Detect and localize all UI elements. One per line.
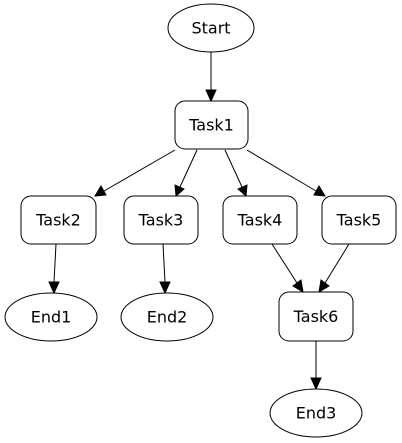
node-task2-label: Task2: [35, 211, 81, 230]
edge-task4-task6: [271, 243, 304, 293]
node-task1-label: Task1: [188, 116, 234, 135]
node-end2-label: End2: [147, 308, 188, 327]
node-end2: End2: [120, 292, 214, 342]
edge-task6-end3: [310, 341, 322, 391]
edge-task5-task6: [318, 243, 350, 293]
node-task5: Task5: [321, 195, 397, 245]
edge-task1-task2: [94, 149, 176, 197]
node-end3-label: End3: [296, 404, 337, 423]
node-end1-label: End1: [31, 308, 72, 327]
node-task5-label: Task5: [336, 211, 382, 230]
edge-task1-task4: [224, 149, 248, 198]
node-start-label: Start: [191, 19, 230, 38]
node-task3: Task3: [123, 195, 199, 245]
nodes: Start Task1 Task2 Task3 Task4 Task5 Task…: [4, 3, 397, 438]
node-end1: End1: [4, 292, 98, 342]
edges: [48, 52, 350, 391]
node-task6: Task6: [278, 291, 354, 342]
edge-task1-task5: [246, 149, 326, 197]
node-task3-label: Task3: [138, 211, 184, 230]
node-task2: Task2: [20, 195, 97, 245]
node-task1: Task1: [174, 100, 249, 150]
node-start: Start: [167, 3, 255, 53]
node-end3: End3: [269, 388, 363, 438]
edge-task2-end1: [48, 243, 60, 295]
node-task6-label: Task6: [293, 307, 339, 326]
node-task4-label: Task4: [237, 211, 283, 230]
edge-task3-end2: [159, 243, 171, 295]
node-task4: Task4: [222, 195, 298, 245]
edge-start-task1: [205, 52, 217, 103]
edge-task1-task3: [174, 149, 198, 198]
